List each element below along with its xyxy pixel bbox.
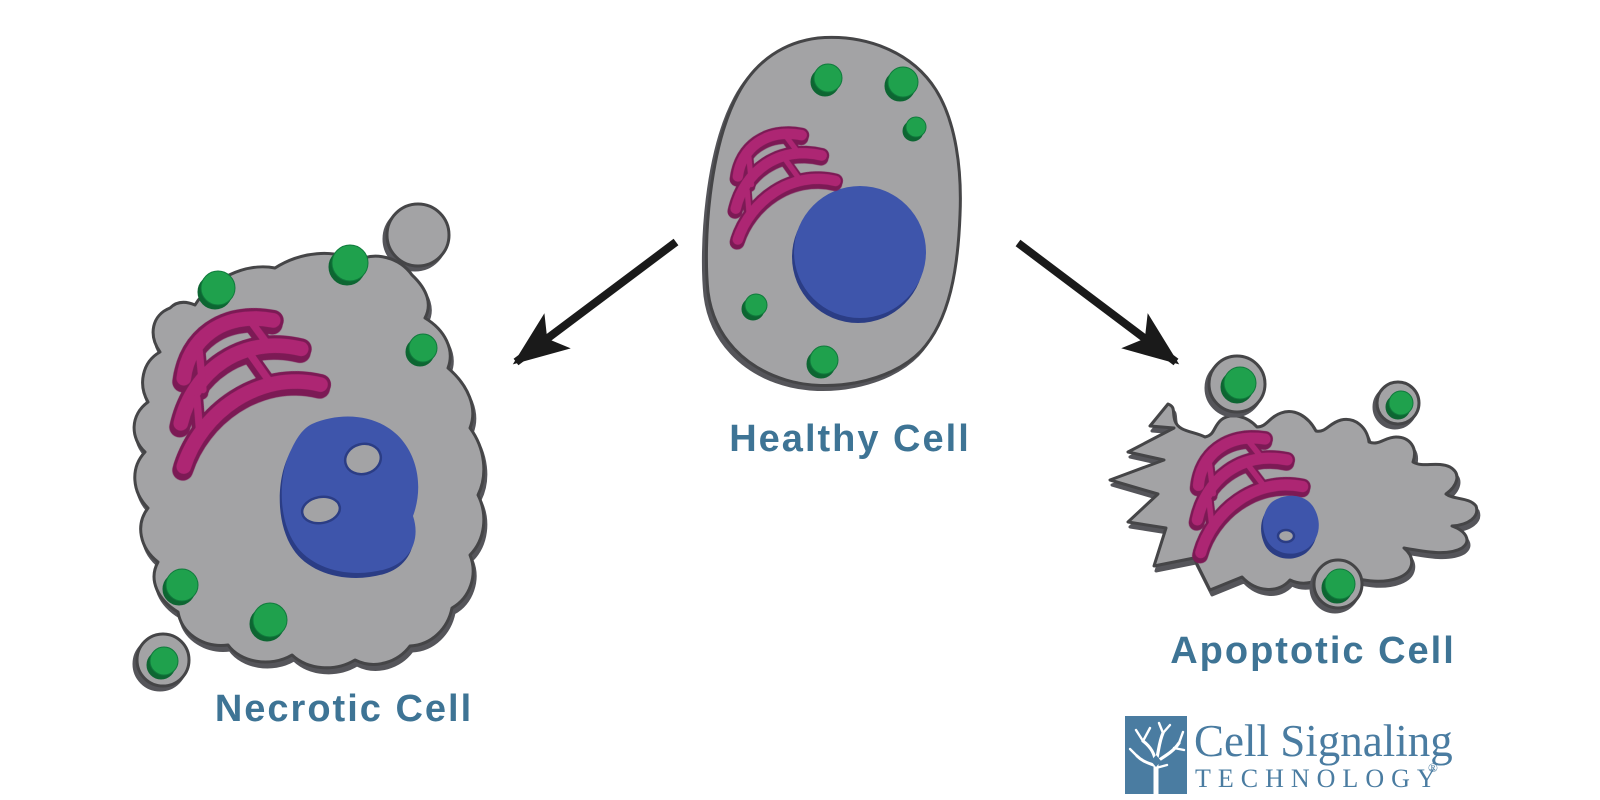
healthy-cell-illustration [706,35,962,387]
cst-logo: Cell Signaling TECHNOLOGY ® [1125,712,1465,797]
nuclear-vacuole [343,442,383,476]
green-organelle [887,66,919,98]
green-organelle [200,270,236,306]
swollen-nucleus [281,416,419,573]
green-organelle [331,244,369,282]
green-organelle [1223,366,1257,400]
registered-mark: ® [1428,760,1438,775]
green-organelle [813,63,843,93]
apoptotic-bodies [1207,354,1421,610]
green-organelles [744,63,927,375]
healthy-cell-label: Healthy Cell [729,418,971,460]
tree-icon [1128,721,1186,794]
apoptotic-cell-label: Apoptotic Cell [1170,630,1456,672]
green-organelle [1324,568,1356,600]
necrotic-cell-illustration [132,202,486,688]
green-organelles [149,244,438,676]
green-organelle [149,646,179,676]
logo-tile [1125,716,1187,794]
green-organelle [1388,390,1414,416]
green-organelle [809,345,839,375]
green-organelle [252,602,288,638]
necrotic-cell-label: Necrotic Cell [214,688,474,730]
arrow-healthy-to-apoptotic [1015,239,1180,366]
nuclear-vacuole [1276,528,1296,544]
condensed-nucleus [1263,495,1319,554]
green-organelle [905,116,927,138]
apoptotic-cell-illustration [1108,354,1479,610]
arrow-healthy-to-necrotic [512,238,679,366]
green-organelle [165,568,199,602]
nuclear-vacuole [300,495,342,525]
green-organelle [408,333,438,363]
logo-subtitle: TECHNOLOGY [1195,764,1443,793]
nucleus [794,186,926,318]
green-organelle [744,293,768,317]
membrane-bleb [385,202,451,268]
logo-wordmark: Cell Signaling [1194,716,1453,766]
